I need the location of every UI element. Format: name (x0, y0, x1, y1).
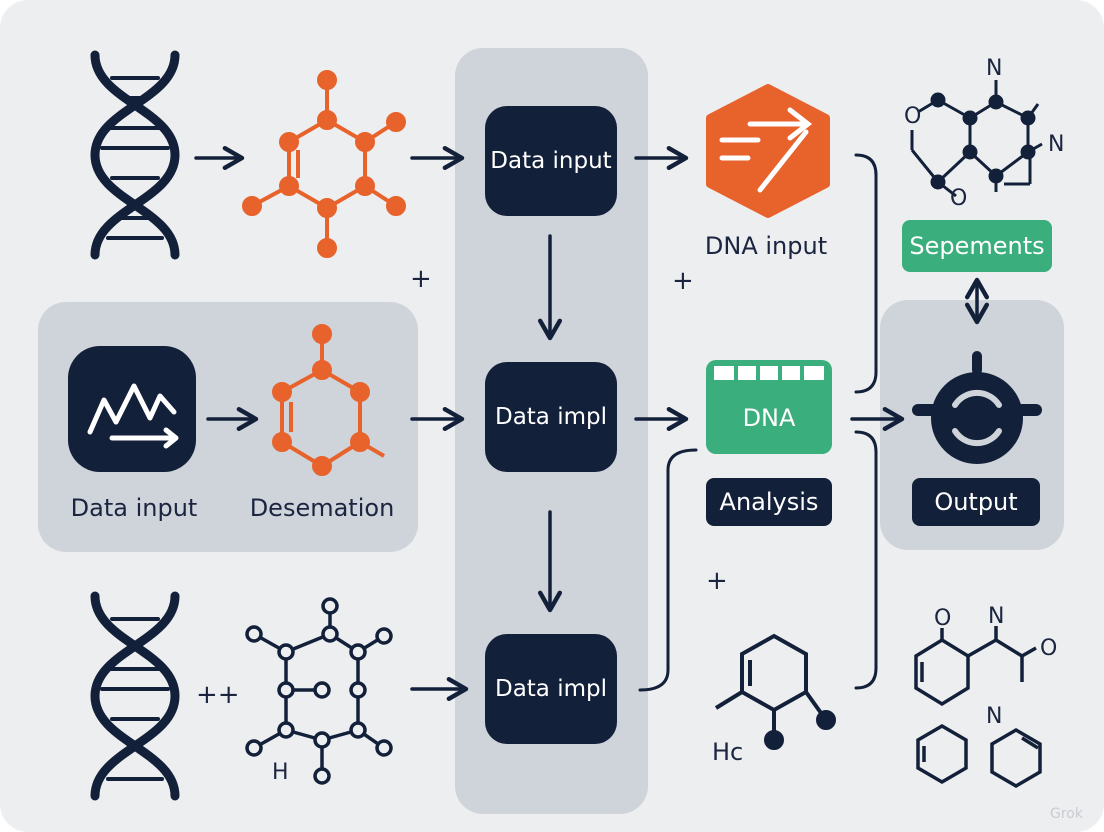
dna-block (706, 360, 832, 454)
left-panel-desemation-label: Desemation (249, 494, 395, 522)
plus-operator: + (706, 566, 728, 596)
chem-label-o: O (904, 104, 922, 129)
chem-structure-bottom-middle (714, 633, 836, 750)
connector-brackets (638, 153, 878, 692)
plus-operator: + (672, 266, 694, 296)
chem-label-n: N (986, 704, 1003, 729)
data-input-box: Data input (485, 106, 617, 216)
output-circuit-icon (912, 351, 1042, 464)
left-panel-input-label: Data input (70, 494, 198, 522)
arrow-icon (706, 84, 830, 218)
chem-label-o: O (1040, 636, 1058, 661)
chem-structure-bottom-right (914, 626, 1042, 789)
flow-arrows (194, 145, 990, 702)
output-label: Output (912, 478, 1040, 526)
dna-block-label: DNA (742, 404, 796, 432)
chem-label-o: O (950, 186, 968, 211)
chem-structure-top-right (910, 80, 1043, 198)
molecule-icon (245, 597, 393, 785)
dna-helix-icon (90, 591, 180, 801)
chem-label-n: N (986, 56, 1003, 81)
molecule-icon (272, 324, 386, 476)
chem-label-h: H (272, 760, 289, 785)
chem-label-o: O (934, 606, 952, 631)
double-plus-operator: ++ (196, 680, 240, 710)
chart-icon (68, 346, 196, 472)
dna-input-label: DNA input (704, 232, 828, 260)
watermark: Grok (1050, 806, 1083, 822)
dna-helix-icon (90, 50, 180, 260)
molecule-icon (242, 70, 406, 258)
data-impl-box: Data impl (485, 362, 617, 472)
chem-label-n: N (988, 604, 1005, 629)
chem-label-hc: Hc (712, 738, 744, 766)
sepements-label: Sepements (902, 220, 1052, 272)
plus-operator: + (410, 264, 432, 294)
chem-label-n: N (1048, 132, 1065, 157)
analysis-label: Analysis (706, 478, 832, 526)
data-impl-box: Data impl (485, 634, 617, 744)
